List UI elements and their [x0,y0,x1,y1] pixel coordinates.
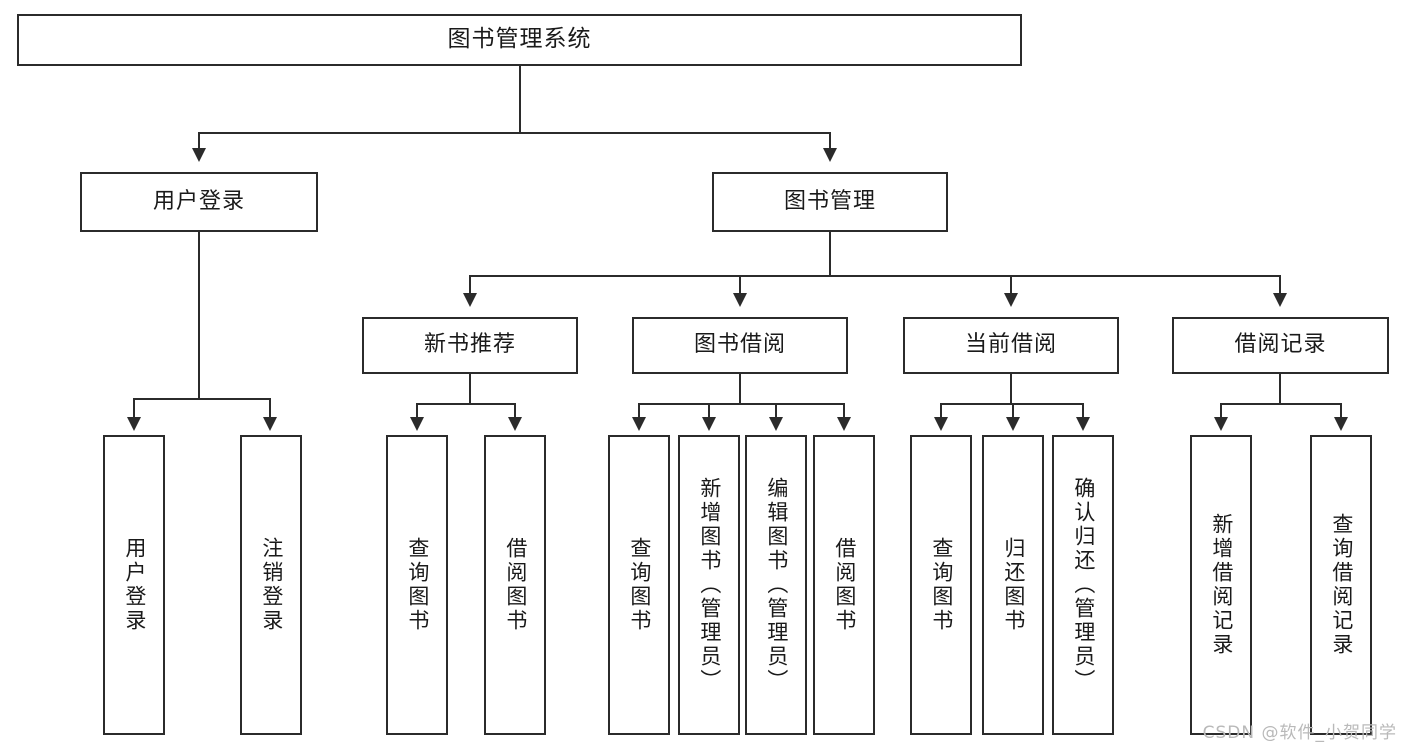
connector-bm-to-current-borrow [1010,275,1012,294]
connector-nb-to-leaf-1 [416,403,418,418]
node-label: 查询借阅记录 [1329,513,1354,657]
arrow-bm-to-borrow-records [1273,293,1287,307]
node-label: 借阅记录 [1234,332,1327,358]
connector-book-management-bus [469,275,1281,277]
connector-root-bus [198,132,831,134]
arrow-cb-to-leaf-1 [934,417,948,431]
connector-cb-to-leaf-3 [1082,403,1084,418]
arrow-root-to-book-management [823,148,837,162]
node-label: 编辑图书（管理员） [764,477,789,693]
leaf-query-books-current[interactable]: 查询图书 [910,435,972,735]
leaf-logout[interactable]: 注销登录 [240,435,302,735]
node-label: 用户登录 [152,188,245,214]
connector-br-to-leaf-2 [1340,403,1342,418]
connector-user-login-bus [133,398,269,400]
connector-bb-to-leaf-3 [775,403,777,418]
node-label: 图书借阅 [693,332,786,358]
node-user-login[interactable]: 用户登录 [80,172,318,232]
connector-root-to-user-login [198,132,200,149]
leaf-add-borrow-record[interactable]: 新增借阅记录 [1190,435,1252,735]
arrow-bm-to-current-borrow [1004,293,1018,307]
node-label: 确认归还（管理员） [1071,477,1096,693]
node-new-book-recommend[interactable]: 新书推荐 [362,317,578,374]
arrow-user-login-to-leaf-1 [127,417,141,431]
node-label: 当前借阅 [964,332,1057,358]
leaf-borrow-books-new[interactable]: 借阅图书 [484,435,546,735]
arrow-bm-to-book-borrow [733,293,747,307]
node-current-borrow[interactable]: 当前借阅 [903,317,1119,374]
node-label: 查询图书 [405,537,430,633]
connector-cb-to-leaf-2 [1012,403,1014,418]
arrow-bb-to-leaf-3 [769,417,783,431]
connector-root-stem [519,66,521,133]
connector-bm-to-book-borrow [739,275,741,294]
connector-bb-to-leaf-2 [708,403,710,418]
arrow-bb-to-leaf-2 [702,417,716,431]
leaf-return-books[interactable]: 归还图书 [982,435,1044,735]
leaf-confirm-return-admin[interactable]: 确认归还（管理员） [1052,435,1114,735]
leaf-edit-book-admin[interactable]: 编辑图书（管理员） [745,435,807,735]
connector-br-to-leaf-1 [1220,403,1222,418]
arrow-cb-to-leaf-3 [1076,417,1090,431]
connector-cb-to-leaf-1 [940,403,942,418]
connector-current-borrow-stem [1010,374,1012,404]
node-book-management[interactable]: 图书管理 [712,172,948,232]
node-label: 查询图书 [929,537,954,633]
node-label: 查询图书 [627,537,652,633]
arrow-root-to-user-login [192,148,206,162]
connector-current-borrow-bus [940,403,1083,405]
arrow-nb-to-leaf-1 [410,417,424,431]
node-label: 图书管理 [783,188,876,214]
connector-user-login-stem [198,232,200,399]
connector-user-login-to-leaf-1 [133,398,135,418]
node-book-borrow[interactable]: 图书借阅 [632,317,848,374]
arrow-br-to-leaf-1 [1214,417,1228,431]
connector-root-to-book-management [829,132,831,149]
connector-book-borrow-bus [638,403,845,405]
connector-borrow-records-stem [1279,374,1281,404]
node-label: 新增借阅记录 [1209,513,1234,657]
node-borrow-records[interactable]: 借阅记录 [1172,317,1389,374]
connector-user-login-to-leaf-2 [269,398,271,418]
connector-borrow-records-bus [1220,403,1342,405]
leaf-query-borrow-record[interactable]: 查询借阅记录 [1310,435,1372,735]
node-label: 归还图书 [1001,537,1026,633]
leaf-add-book-admin[interactable]: 新增图书（管理员） [678,435,740,735]
connector-bb-to-leaf-1 [638,403,640,418]
connector-bb-to-leaf-4 [843,403,845,418]
arrow-bb-to-leaf-1 [632,417,646,431]
arrow-nb-to-leaf-2 [508,417,522,431]
node-label: 新书推荐 [423,332,516,358]
node-label: 用户登录 [122,537,147,633]
node-label: 注销登录 [259,537,284,633]
node-label: 借阅图书 [503,537,528,633]
arrow-br-to-leaf-2 [1334,417,1348,431]
node-label: 图书管理系统 [447,26,592,53]
arrow-bm-to-new-books [463,293,477,307]
connector-book-management-stem [829,232,831,276]
arrow-user-login-to-leaf-2 [263,417,277,431]
leaf-borrow-books[interactable]: 借阅图书 [813,435,875,735]
connector-bm-to-borrow-records [1279,275,1281,294]
leaf-query-books-new[interactable]: 查询图书 [386,435,448,735]
leaf-user-login[interactable]: 用户登录 [103,435,165,735]
leaf-query-books-borrow[interactable]: 查询图书 [608,435,670,735]
node-label: 借阅图书 [832,537,857,633]
connector-book-borrow-stem [739,374,741,404]
arrow-cb-to-leaf-2 [1006,417,1020,431]
connector-new-books-bus [416,403,516,405]
node-label: 新增图书（管理员） [697,477,722,693]
connector-nb-to-leaf-2 [514,403,516,418]
connector-bm-to-new-books [469,275,471,294]
connector-new-books-stem [469,374,471,404]
node-root-book-management-system[interactable]: 图书管理系统 [17,14,1022,66]
arrow-bb-to-leaf-4 [837,417,851,431]
